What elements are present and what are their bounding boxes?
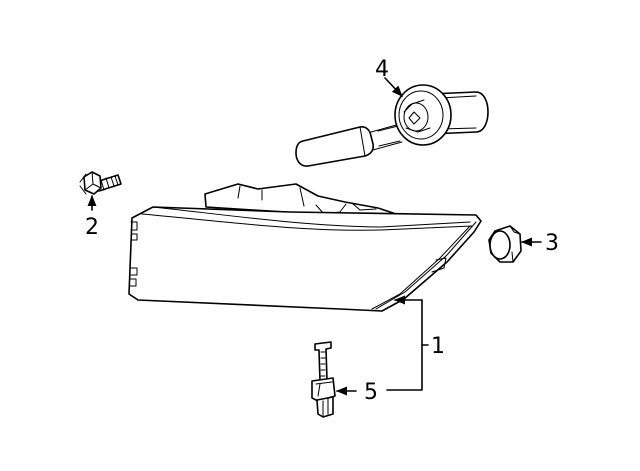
socket-part[interactable] — [311, 341, 336, 418]
bolt-part[interactable] — [79, 171, 122, 195]
callout-3: 3 — [545, 231, 559, 256]
nut-part[interactable] — [488, 225, 522, 263]
callout-4: 4 — [375, 57, 389, 82]
headlamp-assembly[interactable] — [128, 183, 482, 312]
leader-lines — [87, 77, 542, 396]
callout-5: 5 — [364, 380, 378, 405]
callout-2: 2 — [85, 215, 99, 240]
callout-1: 1 — [431, 334, 445, 359]
bulb-part[interactable] — [295, 84, 489, 167]
